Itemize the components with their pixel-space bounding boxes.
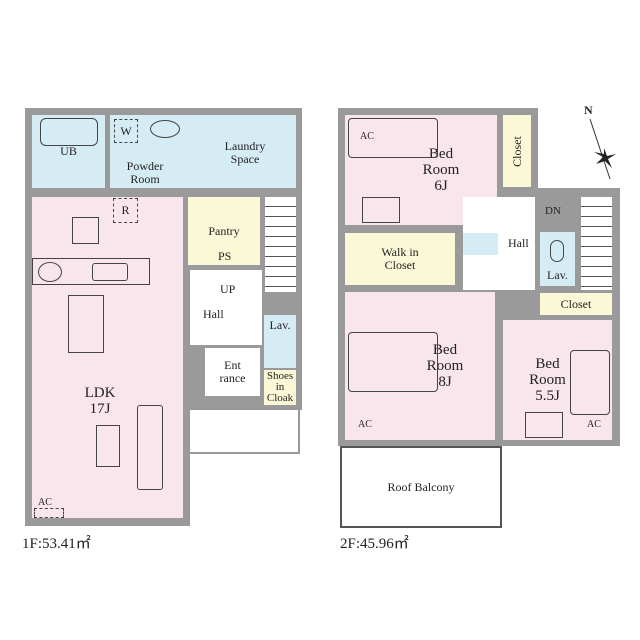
room-entrance: Ent rance xyxy=(205,348,260,396)
lav-label: Lav. xyxy=(547,268,568,282)
room-lav: Lav. xyxy=(264,315,296,368)
room-pantry: Pantry xyxy=(188,197,260,265)
desk-icon xyxy=(525,412,563,438)
room-hall xyxy=(190,270,262,345)
dining-table-icon xyxy=(68,295,104,353)
closet2-label: Closet xyxy=(560,296,592,311)
toilet-icon xyxy=(550,240,564,262)
room-label: UB xyxy=(60,144,77,158)
range-hood-icon xyxy=(72,217,99,244)
porch xyxy=(188,408,300,454)
shoes-label: Shoes in Cloak xyxy=(266,370,294,404)
ldk-name: LDK xyxy=(84,385,116,401)
ac-label: AC xyxy=(38,497,52,508)
wic-label: Walk in Closet xyxy=(381,245,419,272)
bed-icon xyxy=(348,332,438,392)
room-shoes-cloak: Shoes in Cloak xyxy=(264,370,296,405)
compass-star-icon xyxy=(589,118,616,180)
up-label: UP xyxy=(220,282,236,296)
pantry-label: Pantry xyxy=(208,223,240,238)
room-ub: UB xyxy=(32,115,105,188)
ac-icon xyxy=(34,508,64,518)
toilet-icon xyxy=(150,120,180,138)
room-ldk xyxy=(32,197,183,518)
washer-label: W xyxy=(120,123,132,138)
ac-label: AC xyxy=(358,419,372,430)
hall-label: Hall xyxy=(508,236,529,250)
floor2-area-label: 2F:45.96㎡ xyxy=(340,536,409,552)
room-closet: Closet xyxy=(503,115,531,187)
compass: N xyxy=(580,104,620,184)
laundry-label: Laundry Space xyxy=(224,139,266,166)
sofa-icon xyxy=(137,405,163,490)
stairs-down[interactable] xyxy=(581,197,612,290)
sink-icon xyxy=(92,263,128,281)
bathtub-icon xyxy=(40,118,98,146)
closet-label: Closet xyxy=(509,135,524,167)
dn-label: DN xyxy=(545,205,561,217)
roof-balcony: Roof Balcony xyxy=(340,446,502,528)
bed6-label: Bed Room 6J xyxy=(422,146,460,194)
room-bed-8j: Bed Room 8J xyxy=(345,292,495,440)
ps-label: PS xyxy=(218,249,232,263)
bed-icon xyxy=(348,118,438,158)
fridge-label: R xyxy=(121,203,130,217)
stairs-up[interactable] xyxy=(265,197,296,292)
floor1-area-label: 1F:53.41㎡ xyxy=(22,536,91,552)
fridge-icon: R xyxy=(113,198,138,223)
bed8-label: Bed Room 8J xyxy=(426,342,464,390)
powder-label: Powder Room xyxy=(126,159,164,186)
kitchen-counter xyxy=(32,258,150,285)
ac-label: AC xyxy=(360,131,374,142)
room-walk-in-closet: Walk in Closet xyxy=(345,233,455,285)
balcony-label: Roof Balcony xyxy=(387,479,455,494)
hall-label: Hall xyxy=(203,307,224,321)
bed55-label: Bed Room 5.5J xyxy=(529,356,566,404)
lav-label: Lav. xyxy=(269,318,291,332)
entrance-label: Ent rance xyxy=(219,358,246,385)
coffee-table-icon xyxy=(96,425,120,467)
washbasin-icon xyxy=(463,233,498,255)
stove-icon xyxy=(38,262,62,282)
ldk-size: 17J xyxy=(89,401,111,417)
ac-label: AC xyxy=(587,419,601,430)
bed-icon xyxy=(570,350,610,415)
washer-icon: W xyxy=(114,119,138,143)
north-label: N xyxy=(584,103,593,117)
room-bed-5-5j: Bed Room 5.5J xyxy=(503,320,612,440)
room-closet-2: Closet xyxy=(540,293,612,315)
room-laundry xyxy=(110,115,296,188)
desk-icon xyxy=(362,197,400,223)
